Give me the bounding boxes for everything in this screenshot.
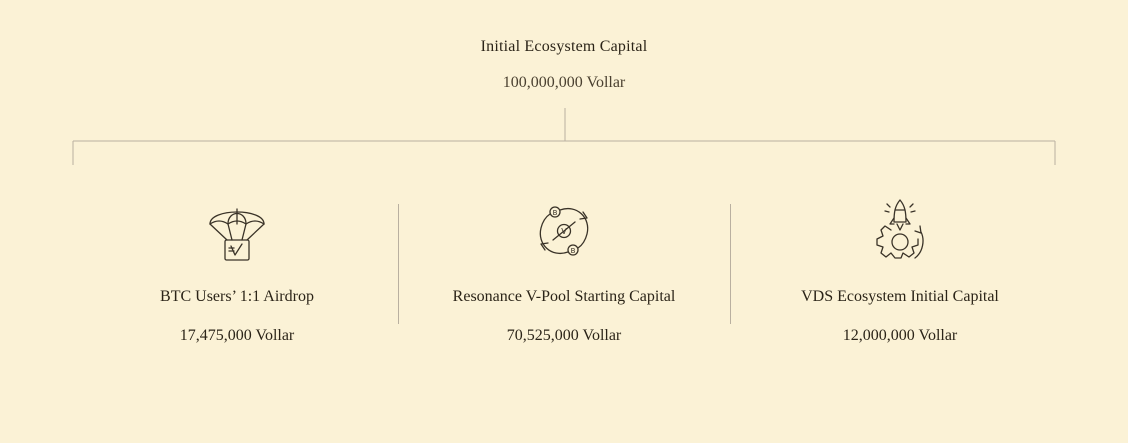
branch-amount: 70,525,000 Vollar	[506, 327, 622, 344]
column-divider	[398, 204, 399, 324]
branch-label: BTC Users’ 1:1 Airdrop	[160, 288, 314, 305]
branch-label: VDS Ecosystem Initial Capital	[801, 288, 999, 305]
branch-resonance-vpool: B B V Resonance V-Pool Starting Capital …	[404, 196, 724, 344]
branch-amount: 17,475,000 Vollar	[179, 327, 295, 344]
branch-label: Resonance V-Pool Starting Capital	[452, 288, 676, 305]
root-amount: 100,000,000 Vollar	[502, 74, 626, 91]
parachute-airdrop-icon	[209, 208, 265, 261]
exchange-cycle-icon: B B V	[539, 206, 589, 256]
branch-amount: 12,000,000 Vollar	[842, 327, 958, 344]
rocket-gear-icon	[876, 199, 924, 259]
branch-btc-airdrop: BTC Users’ 1:1 Airdrop 17,475,000 Vollar	[77, 196, 397, 344]
branch-vds-ecosystem: VDS Ecosystem Initial Capital 12,000,000…	[740, 196, 1060, 344]
column-divider	[730, 204, 731, 324]
svg-text:B: B	[553, 209, 558, 217]
svg-text:B: B	[571, 247, 576, 255]
root-title: Initial Ecosystem Capital	[480, 38, 648, 55]
